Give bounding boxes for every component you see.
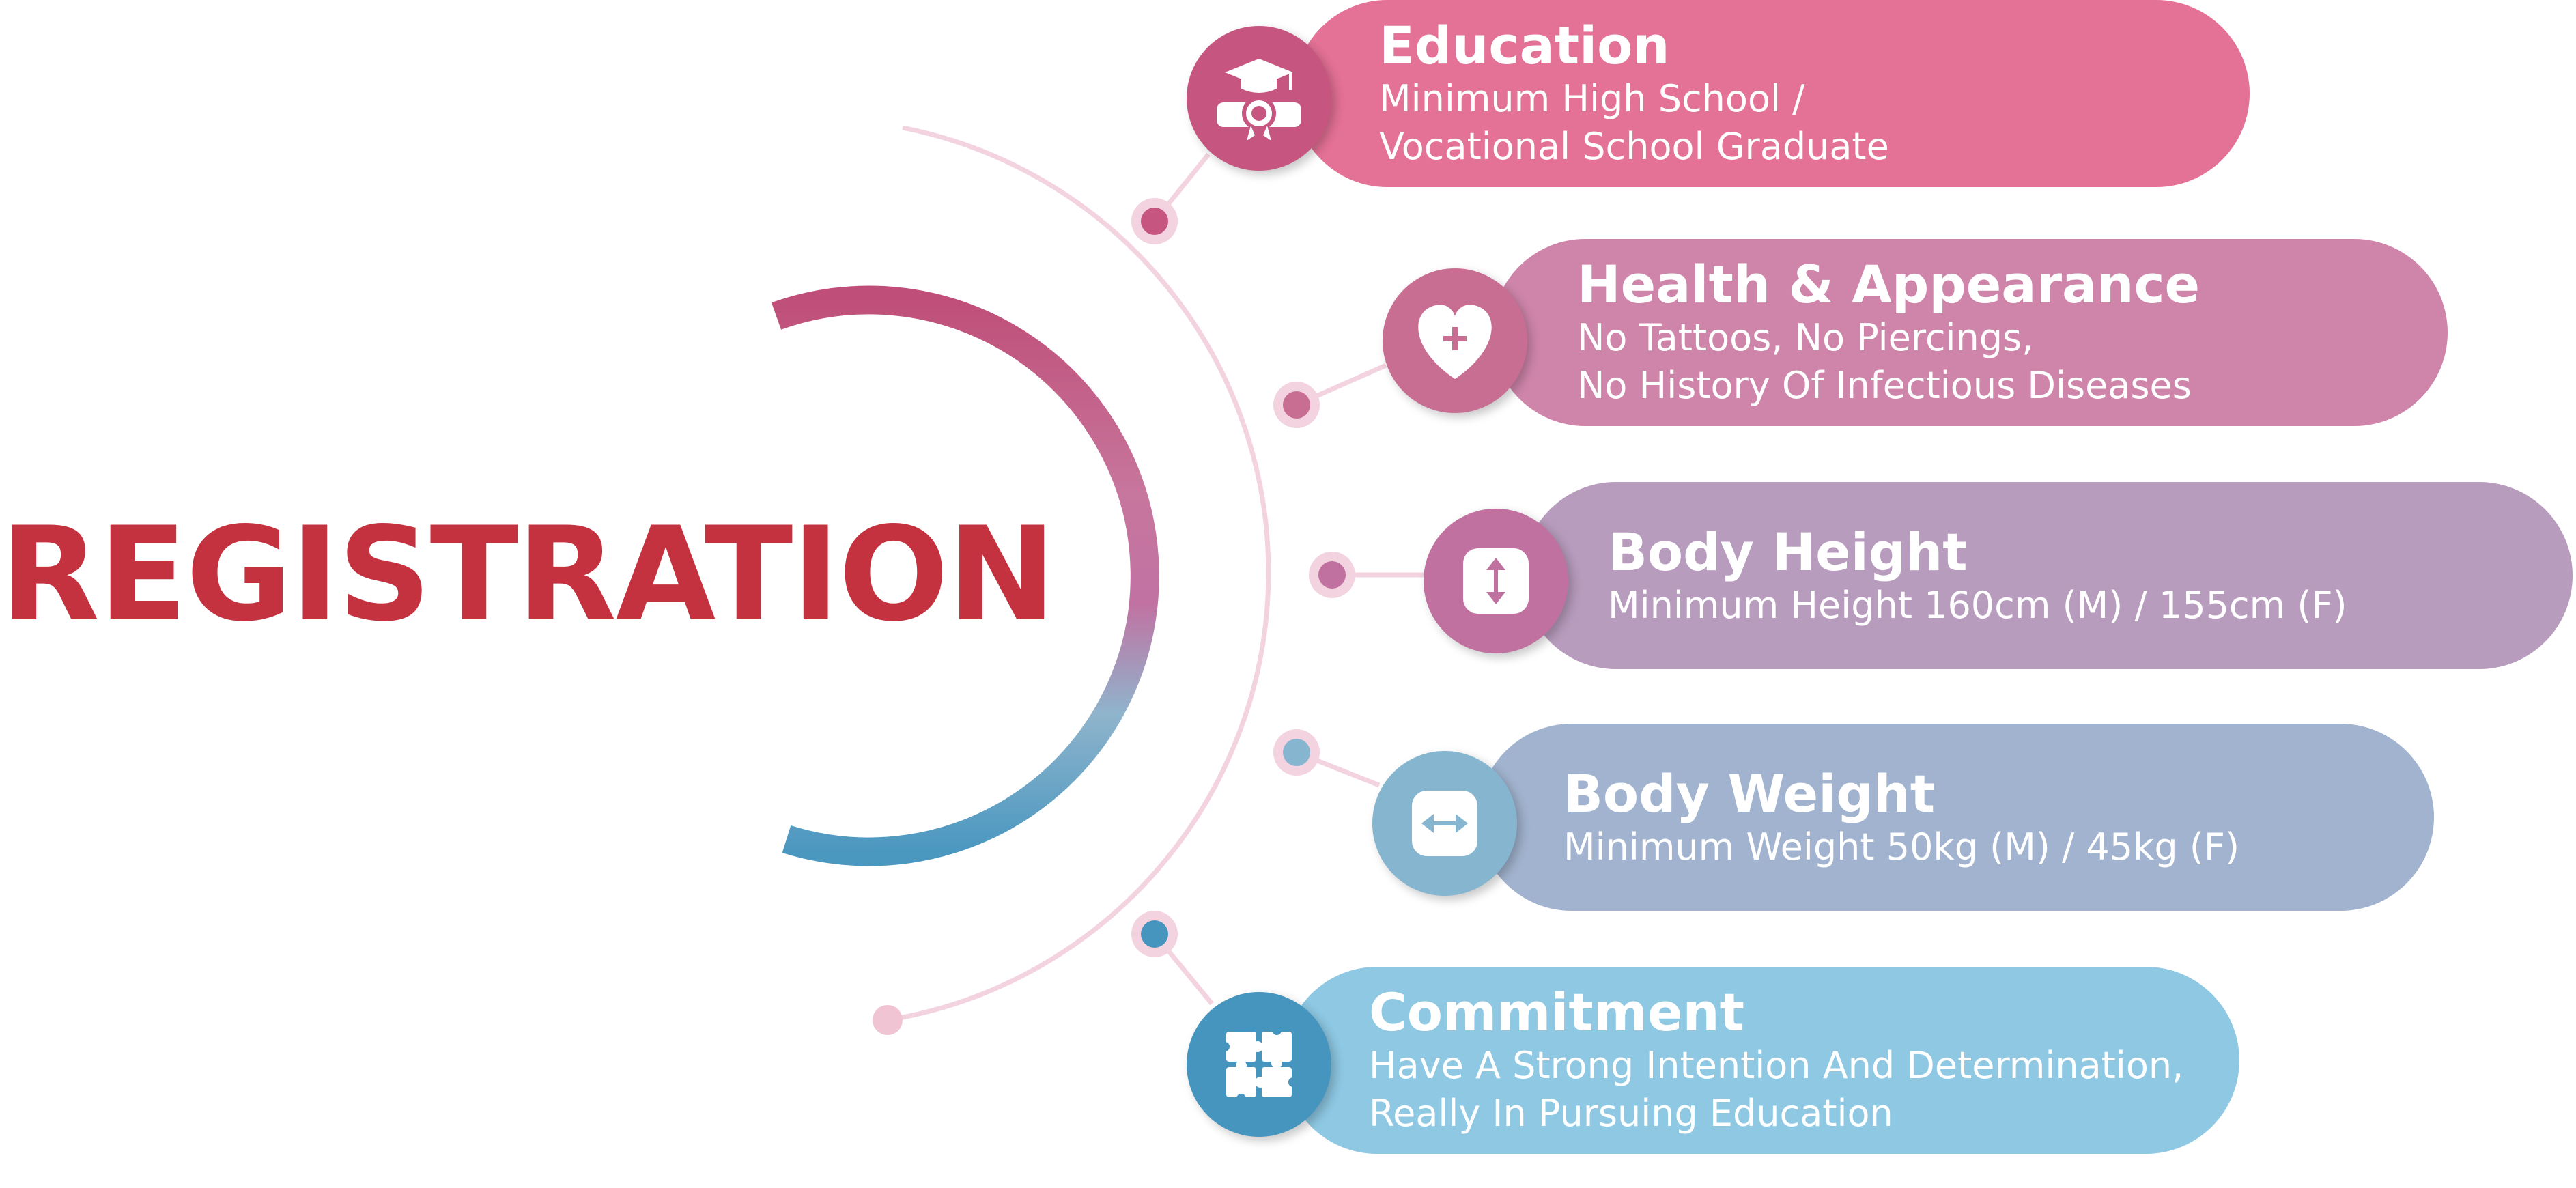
education-title: Education [1379,15,1670,76]
node-education [1131,198,1178,244]
node-commitment [1131,911,1178,957]
vertical-arrow-icon [1463,548,1529,614]
commitment-line2: Really In Pursuing Education [1369,1092,1893,1135]
height-title: Body Height [1608,522,1968,582]
horizontal-arrow-icon [1412,791,1477,856]
health-icon-circle [1383,268,1527,413]
height-line1: Minimum Height 160cm (M) / 155cm (F) [1608,584,2347,627]
commitment-line1: Have A Strong Intention And Determinatio… [1369,1044,2184,1087]
node-weight [1273,729,1320,776]
commitment-icon-circle [1187,992,1331,1137]
progress-arc [771,285,1159,866]
weight-title: Body Weight [1563,763,1936,824]
health-line1: No Tattoos, No Piercings, [1577,316,2034,359]
outer-connector-arc [887,125,1271,1023]
weight-card: Body Weight Minimum Weight 50kg (M) / 45… [1478,724,2434,911]
heart-plus-icon [1418,305,1492,379]
education-icon-circle [1187,26,1331,171]
node-height [1309,552,1355,598]
puzzle-icon [1220,1026,1298,1103]
education-line2: Vocational School Graduate [1379,125,1889,168]
education-card: Education Minimum High School / Vocation… [1294,0,2250,187]
weight-line1: Minimum Weight 50kg (M) / 45kg (F) [1563,825,2240,868]
education-line1: Minimum High School / [1379,77,1805,120]
commitment-card: Commitment Have A Strong Intention And D… [1284,967,2239,1154]
commitment-title: Commitment [1369,982,1744,1043]
health-title: Health & Appearance [1577,254,2200,315]
weight-icon-circle [1372,751,1517,896]
height-icon-circle [1424,509,1568,653]
graduation-cap-diploma-icon [1217,59,1301,141]
arc-start-dot [873,1005,903,1035]
height-card: Body Height Minimum Height 160cm (M) / 1… [1523,482,2573,669]
health-card: Health & Appearance No Tattoos, No Pierc… [1492,239,2448,426]
node-health [1273,382,1320,428]
health-line2: No History Of Infectious Diseases [1577,364,2192,407]
page-title: REGISTRATION [0,499,1056,650]
